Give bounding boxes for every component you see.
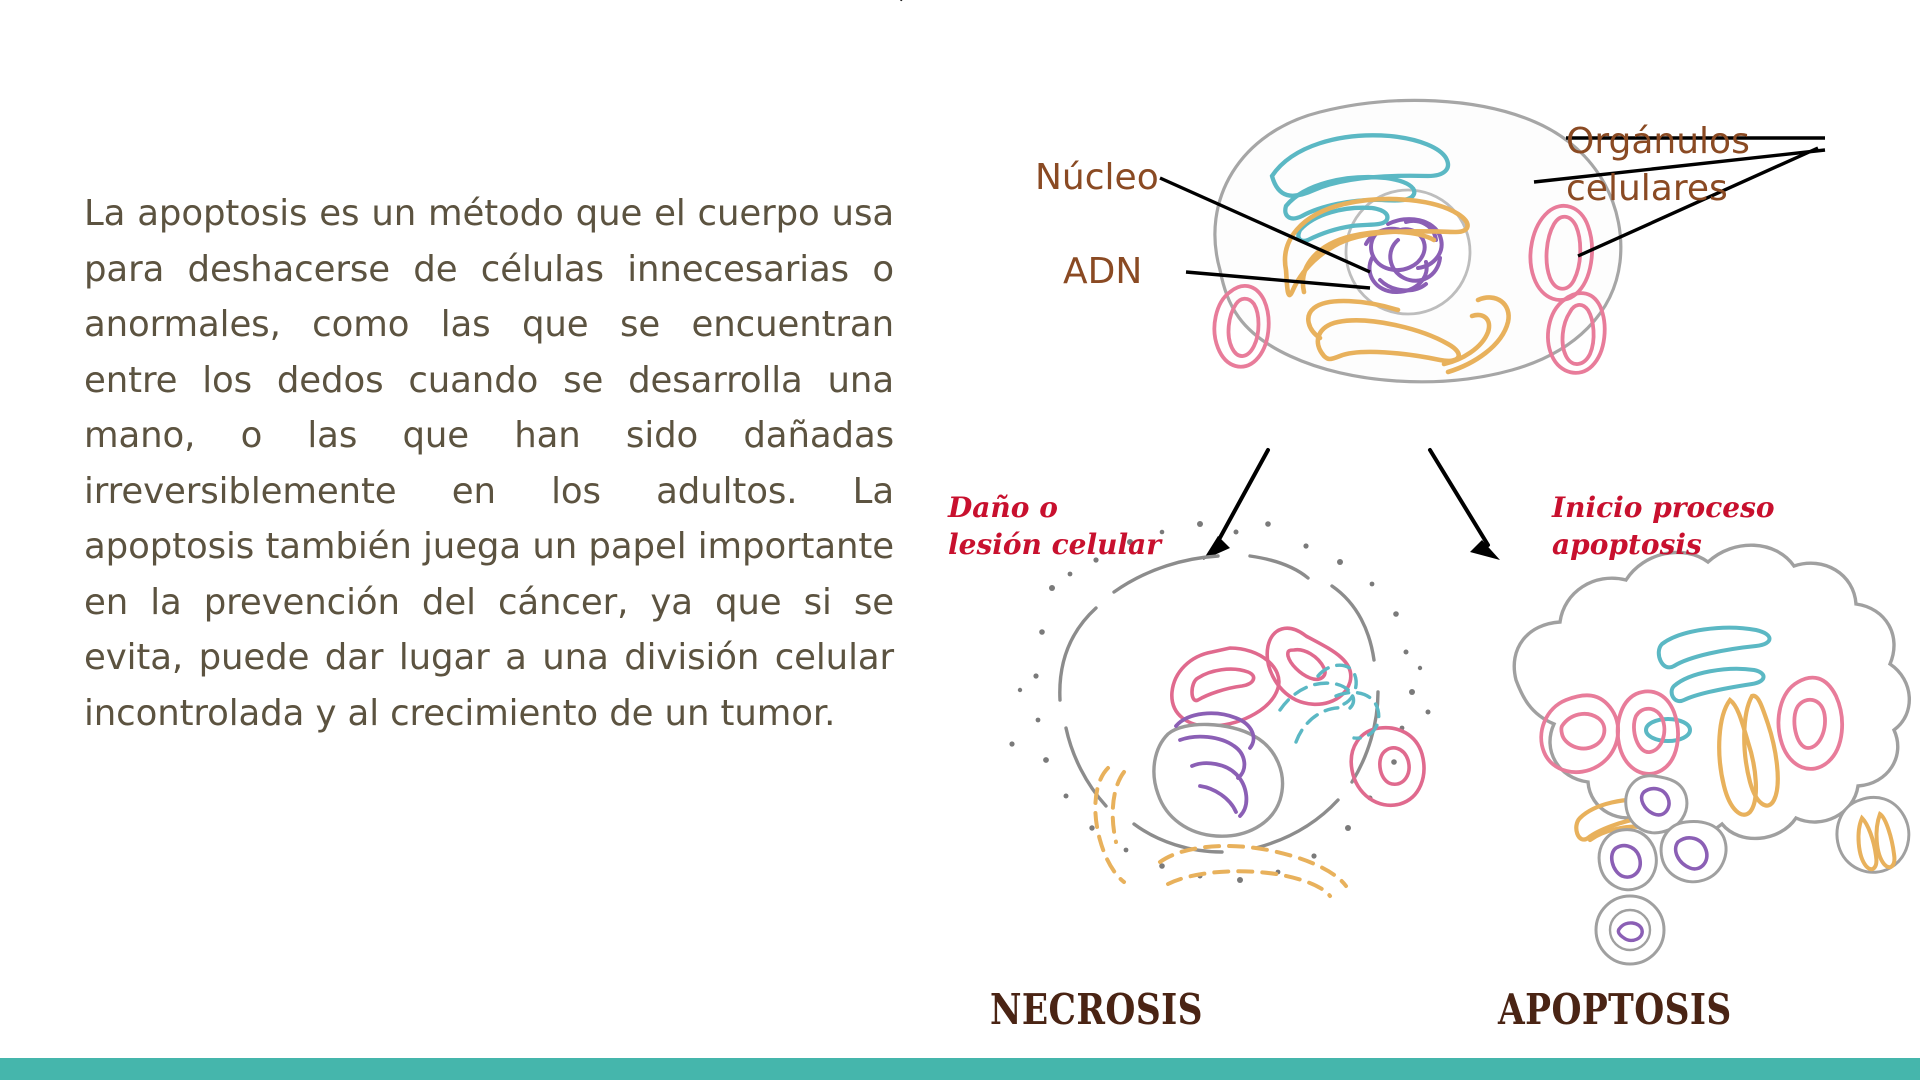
golgi-apparatus xyxy=(1282,196,1511,375)
apoptosis-cell-illustration xyxy=(1512,543,1911,966)
cell-death-diagram xyxy=(900,0,1920,1040)
necrosis-dna xyxy=(1174,711,1256,818)
body-paragraph: La apoptosis es un método que el cuerpo … xyxy=(84,193,906,734)
necrosis-ruptured-membrane xyxy=(1058,554,1380,854)
apoptosis-mitochondria xyxy=(1539,675,1844,776)
apoptosis-endoplasmic-reticulum xyxy=(1644,625,1772,743)
process-arrows xyxy=(1203,448,1500,560)
necrosis-cell-illustration xyxy=(1009,521,1431,898)
healthy-cell-illustration xyxy=(900,0,1826,384)
necrosis-nucleus xyxy=(1152,722,1285,838)
bottom-accent-bar xyxy=(0,1058,1920,1080)
necrosis-debris-dots xyxy=(1009,521,1431,883)
leader-lines-top xyxy=(900,0,1826,290)
apoptotic-bodies xyxy=(1594,774,1911,966)
mitochondria-group xyxy=(1212,203,1607,375)
caption-apoptosis: APOPTOSIS xyxy=(1498,985,1732,1034)
necrosis-golgi xyxy=(1093,766,1348,898)
caption-necrosis: NECROSIS xyxy=(990,985,1203,1034)
diagram-svg xyxy=(900,0,1911,966)
necrosis-endoplasmic-reticulum xyxy=(1278,663,1381,744)
